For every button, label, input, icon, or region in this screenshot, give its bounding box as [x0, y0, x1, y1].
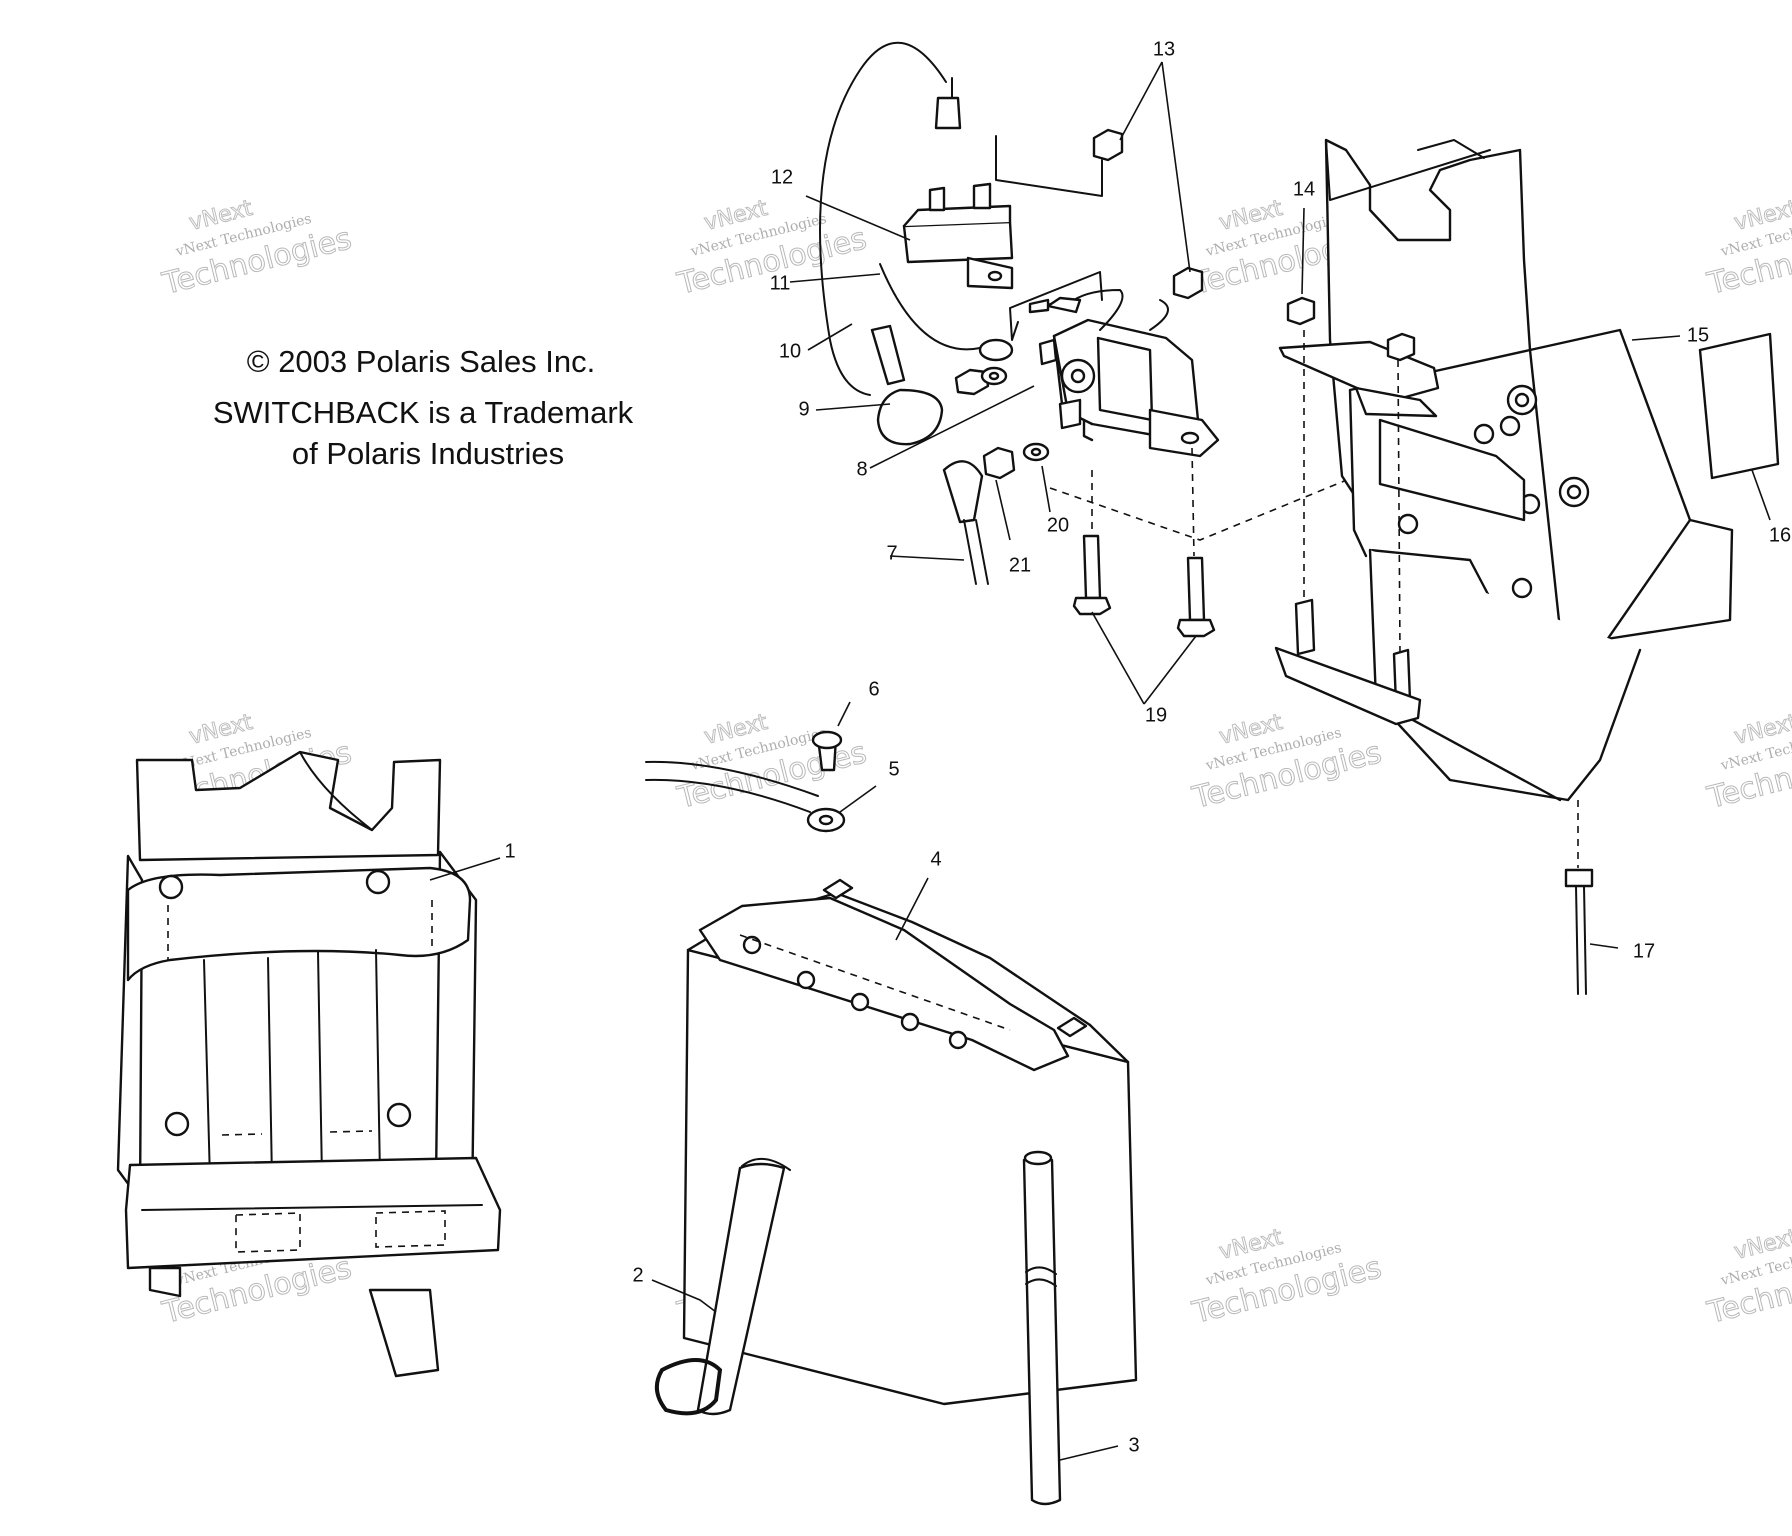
callout-2: 2 — [632, 1264, 643, 1286]
callout-1: 1 — [504, 840, 515, 862]
callout-16: 16 — [1769, 524, 1791, 546]
watermark: vNext vNext Technologies Technologies — [1703, 709, 1792, 816]
callout-8: 8 — [856, 458, 867, 480]
callout-7: 7 — [886, 542, 897, 564]
callout-6: 6 — [868, 678, 879, 700]
callout-13: 13 — [1153, 38, 1175, 60]
callout-labels: 1 2 3 4 5 6 7 8 9 10 11 12 13 14 15 16 1… — [504, 38, 1791, 1456]
callout-15: 15 — [1687, 324, 1709, 346]
callout-11: 11 — [770, 272, 791, 294]
callout-4: 4 — [930, 848, 941, 870]
callout-3: 3 — [1128, 1434, 1139, 1456]
copyright-line: © 2003 Polaris Sales Inc. — [247, 344, 596, 379]
callout-20: 20 — [1047, 514, 1069, 536]
callout-14: 14 — [1293, 178, 1315, 200]
callout-21: 21 — [1009, 554, 1031, 576]
callout-17: 17 — [1633, 940, 1655, 962]
battery-tray — [116, 750, 502, 1378]
trademark-line-1: SWITCHBACK is a Trademark — [213, 395, 634, 430]
watermark: vNext vNext Technologies Technologies — [1188, 1224, 1385, 1331]
mounting-bracket — [1274, 138, 1780, 995]
trademark-line-2: of Polaris Industries — [292, 436, 564, 471]
watermark: vNext vNext Technologies Technologies — [1188, 709, 1385, 816]
watermark: vNext vNext Technologies Technologies — [1703, 1224, 1792, 1331]
battery — [645, 701, 1138, 1506]
solenoid-assembly — [819, 41, 1421, 638]
copyright-notice: © 2003 Polaris Sales Inc. SWITCHBACK is … — [213, 344, 634, 471]
leader-lines — [429, 61, 1771, 1461]
callout-12: 12 — [771, 166, 793, 188]
watermark: vNext vNext Technologies Technologies — [158, 195, 355, 302]
callout-19: 19 — [1145, 704, 1167, 726]
callout-5: 5 — [888, 758, 899, 780]
callout-10: 10 — [779, 340, 801, 362]
watermark: vNext vNext Technologies Technologies — [1703, 195, 1792, 302]
callout-9: 9 — [798, 398, 809, 420]
watermark: vNext vNext Technologies Technologies — [673, 195, 870, 302]
